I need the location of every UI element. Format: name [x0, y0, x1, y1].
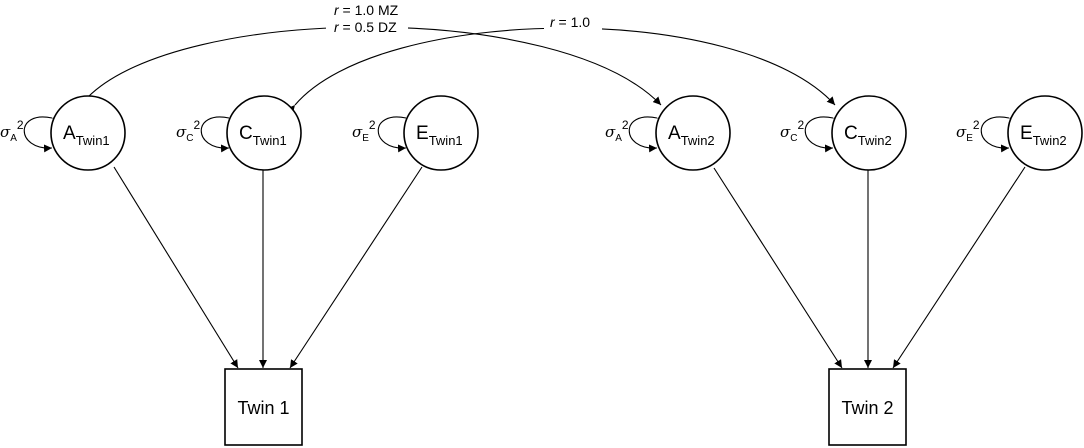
- latent-label-e-twin1: ETwin1: [416, 123, 463, 148]
- latent-label-a-twin2: ATwin2: [668, 123, 715, 148]
- path-a2-to-twin2: [713, 167, 843, 369]
- variance-label-a2: σA2: [605, 118, 629, 144]
- path-a1-to-twin1: [113, 166, 239, 369]
- latent-e-twin2: [1007, 95, 1083, 171]
- latent-c-twin2: [831, 95, 907, 171]
- latent-label-e-twin2: ETwin2: [1020, 123, 1067, 148]
- c-correlation-arc: [286, 27, 836, 114]
- path-e2-to-twin2: [892, 166, 1026, 369]
- observed-twin1-label: Twin 1: [237, 398, 289, 418]
- variance-label-c1: σC2: [176, 118, 200, 144]
- variance-loop-a1: [23, 115, 61, 153]
- observed-twin2-label: Twin 2: [841, 398, 893, 418]
- variance-label-e1: σE2: [352, 118, 376, 144]
- a-correlation-arc: [79, 26, 662, 106]
- latent-a-twin1: [50, 95, 126, 171]
- observed-twin2-box: [828, 368, 907, 446]
- a-correlation-label-dz: r = 0.5 DZ: [334, 19, 397, 35]
- variance-loop-c2: [804, 115, 842, 153]
- latent-label-a-twin1: ATwin1: [63, 123, 110, 148]
- observed-twin1-box: [224, 368, 303, 446]
- variance-label-e2: σE2: [956, 118, 980, 144]
- latent-a-twin2: [655, 95, 731, 171]
- latent-c-twin1: [226, 95, 302, 171]
- a-correlation-label-bg: [326, 0, 408, 38]
- latent-e-twin1: [403, 95, 479, 171]
- variance-loop-a2: [628, 115, 666, 153]
- latent-label-c-twin2: CTwin2: [844, 123, 892, 148]
- latent-label-c-twin1: CTwin1: [239, 123, 287, 148]
- variance-loop-c1: [200, 115, 238, 153]
- c-correlation-label-bg: [544, 12, 602, 32]
- variance-label-c2: σC2: [780, 118, 804, 144]
- variance-loop-e2: [980, 115, 1018, 153]
- a-correlation-label-mz: r = 1.0 MZ: [334, 2, 399, 18]
- variance-label-a1: σA2: [0, 118, 24, 144]
- c-correlation-label: r = 1.0: [550, 14, 590, 30]
- path-e1-to-twin1: [289, 166, 423, 369]
- variance-loop-e1: [377, 115, 415, 153]
